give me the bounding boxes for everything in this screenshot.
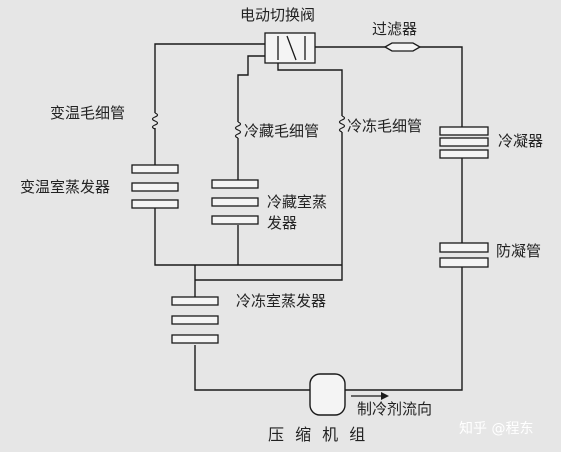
pipe-valve-to-refrigerator-branch: [237, 55, 270, 122]
pipe-valve-to-freezer-branch: [277, 62, 343, 116]
pipe-anti-condensation-to-compressor: [345, 267, 463, 391]
flow-direction-arrow-icon: [351, 392, 389, 400]
pipe-valve-to-variable-branch: [154, 43, 265, 113]
watermark-text: 知乎 @程东: [459, 421, 534, 437]
label-freezer-capillary: 冷冻毛细管: [347, 117, 423, 135]
label-refrigerator-capillary: 冷藏毛细管: [244, 122, 320, 140]
label-condenser: 冷凝器: [498, 132, 544, 150]
refrigerator-capillary-coil: [234, 121, 242, 139]
pipe-variable-evaporator-to-junction: [154, 208, 342, 266]
pipe-compressor-to-freezer-evaporator: [194, 345, 310, 391]
condenser: [439, 126, 489, 159]
label-variable-capillary: 变温毛细管: [50, 104, 126, 122]
variable-capillary-coil: [151, 112, 159, 130]
label-compressor: 压 缩 机 组: [268, 425, 369, 444]
compressor: [309, 373, 346, 416]
filter: [383, 42, 422, 52]
label-variable-evaporator: 变温室蒸发器: [20, 178, 111, 196]
variable-evaporator: [131, 164, 179, 209]
label-refrigerator-evaporator-line2: 发器: [267, 214, 298, 232]
pipe-freezer-capillary-to-junction: [195, 132, 343, 281]
freezer-capillary-coil: [338, 115, 346, 133]
anti-condensation-pipe: [439, 242, 489, 268]
freezer-evaporator: [171, 296, 219, 344]
label-freezer-evaporator: 冷冻室蒸发器: [236, 292, 327, 310]
solenoid-valve: [264, 32, 316, 64]
label-filter: 过滤器: [372, 20, 418, 38]
label-solenoid-valve: 电动切换阀: [240, 6, 316, 24]
label-flow-direction: 制冷剂流向: [357, 400, 433, 418]
label-anti-condensation-pipe: 防凝管: [496, 242, 542, 260]
pipe-filter-to-condenser: [420, 46, 463, 127]
refrigerator-evaporator: [211, 179, 259, 225]
label-refrigerator-evaporator-line1: 冷藏室蒸: [267, 193, 328, 211]
